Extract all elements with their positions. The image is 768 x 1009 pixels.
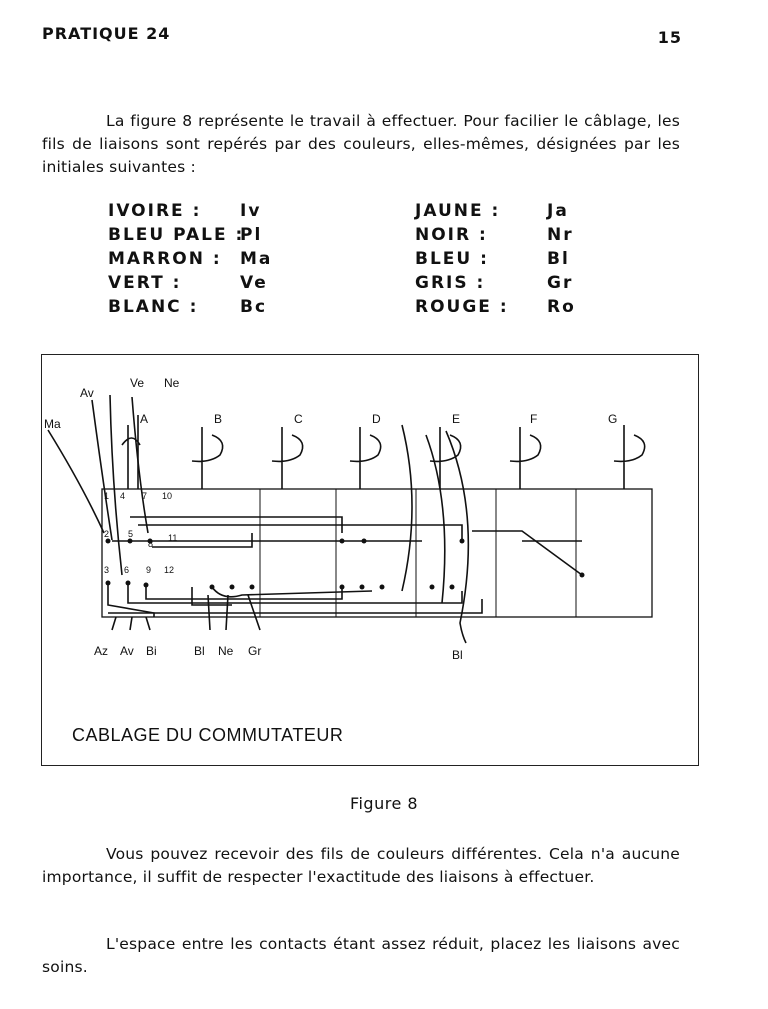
color-name: BLANC :: [108, 297, 199, 317]
wire-harness: [191, 587, 232, 606]
color-name: BLEU :: [415, 249, 489, 269]
contact-number: 6: [124, 565, 129, 575]
wire-label-bottom: Ne: [218, 644, 234, 658]
color-name: NOIR :: [415, 225, 488, 245]
section-label: A: [140, 412, 148, 426]
section-rod-a: [121, 415, 141, 489]
color-name: BLEU PALE :: [108, 225, 245, 245]
wire-label-bottom: Az: [94, 644, 108, 658]
wire-bl-right: [445, 430, 470, 644]
wire-link: [138, 524, 463, 539]
contact-number: 5: [128, 529, 133, 539]
contact-number: 11: [168, 533, 177, 543]
section-rod-b: [191, 427, 224, 489]
color-abbr: Gr: [547, 273, 574, 293]
section-rod-e: [429, 427, 462, 489]
color-name: MARRON :: [108, 249, 222, 269]
wire-ma: [47, 429, 105, 534]
contact-number: 2: [104, 529, 109, 539]
page-header: PRATIQUE 24 15: [42, 24, 682, 48]
running-title: PRATIQUE 24: [42, 24, 171, 43]
wire-link: [152, 533, 253, 548]
color-abbr: Ro: [547, 297, 576, 317]
wire-label-bottom: Bl: [194, 644, 205, 658]
color-name: VERT :: [108, 273, 182, 293]
section-label: E: [452, 412, 460, 426]
color-abbr: Bl: [547, 249, 570, 269]
wire-link: [425, 434, 446, 604]
color-abbr: Pl: [240, 225, 263, 245]
section-label: B: [214, 412, 222, 426]
contact-number: 10: [162, 491, 172, 501]
contact-number: 8: [148, 539, 153, 549]
switch-body: [101, 488, 653, 618]
figure-caption: Figure 8: [349, 794, 419, 813]
color-abbr: Bc: [240, 297, 268, 317]
color-abbr: Ve: [240, 273, 268, 293]
wire-harness: [145, 585, 343, 600]
section-label: C: [294, 412, 303, 426]
contact-number: 1: [104, 491, 109, 501]
wire-harness: [107, 583, 155, 617]
section-rod-f: [509, 427, 542, 489]
contact-number: 3: [104, 565, 109, 575]
page-number: 15: [657, 28, 682, 47]
section-rod-d: [349, 427, 382, 489]
figure-inner-caption: CABLAGE DU COMMUTATEUR: [72, 725, 344, 745]
wire-harness: [108, 599, 483, 614]
section-label: G: [608, 412, 617, 426]
section-label: D: [372, 412, 381, 426]
wire-label-top: Ma: [44, 417, 61, 431]
color-name: IVOIRE :: [108, 201, 202, 221]
wire-harness: [127, 583, 463, 604]
wire-harness-ends: [111, 616, 151, 631]
wire-harness: [211, 586, 373, 598]
section-label: F: [530, 412, 537, 426]
color-abbr: Iv: [240, 201, 262, 221]
contact-number: 9: [146, 565, 151, 575]
intro-paragraph: La figure 8 représente le travail à effe…: [42, 112, 680, 176]
wire-ne: [131, 396, 149, 534]
color-abbr: Ja: [547, 201, 569, 221]
wire-label-top: Ve: [130, 376, 144, 390]
color-name: JAUNE :: [415, 201, 501, 221]
diagram-lines: [47, 394, 653, 644]
wire-av: [91, 399, 113, 541]
wire-link: [472, 530, 583, 576]
wire-link: [401, 424, 413, 592]
color-name: ROUGE :: [415, 297, 509, 317]
switch-wiring-diagram: Av Ve Ne Ma A B C D E F G 1 4 7 10 2 5 8…: [44, 376, 653, 662]
contact-number: 12: [164, 565, 174, 575]
wire-link: [130, 516, 343, 533]
wire-ve: [109, 394, 123, 576]
contact-number: 7: [142, 491, 147, 501]
body-paragraph: L'espace entre les contacts étant assez …: [42, 935, 680, 976]
section-rod-g: [613, 425, 646, 489]
contact-number: 4: [120, 491, 125, 501]
color-abbr: Nr: [547, 225, 574, 245]
wire-label-bottom: Bl: [452, 648, 463, 662]
contact-points: [105, 538, 585, 590]
wire-label-top: Av: [80, 386, 94, 400]
color-name: GRIS :: [415, 273, 486, 293]
wire-label-bottom: Av: [120, 644, 134, 658]
color-abbr: Ma: [240, 249, 273, 269]
wire-label-top: Ne: [164, 376, 180, 390]
wire-label-bottom: Gr: [248, 644, 261, 658]
body-paragraph: Vous pouvez recevoir des fils de couleur…: [42, 845, 680, 886]
wiring-figure: Av Ve Ne Ma A B C D E F G 1 4 7 10 2 5 8…: [41, 354, 699, 766]
wire-label-bottom: Bi: [146, 644, 157, 658]
section-rod-c: [271, 427, 304, 489]
